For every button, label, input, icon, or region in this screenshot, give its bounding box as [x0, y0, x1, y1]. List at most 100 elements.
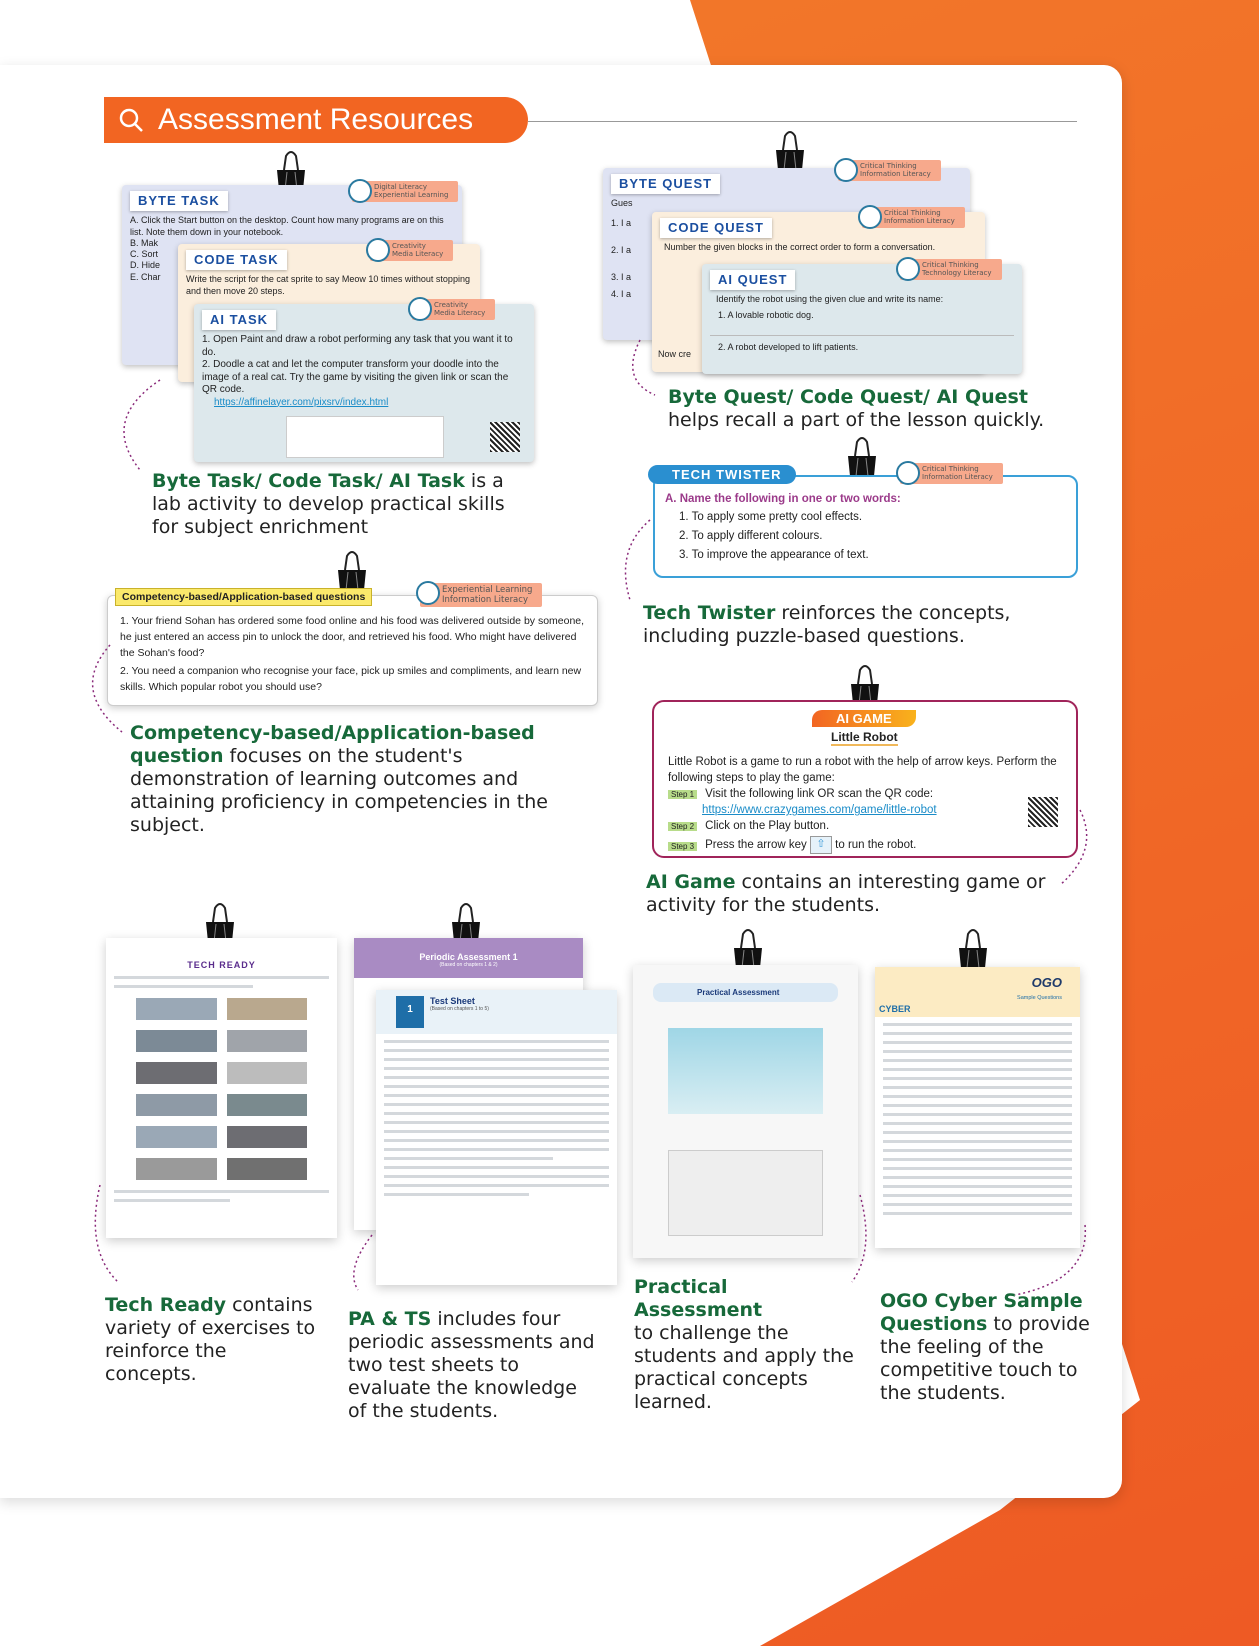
- step-badge: Step 1: [668, 790, 698, 800]
- ai-game-link[interactable]: https://www.crazygames.com/game/little-r…: [702, 804, 937, 817]
- sheet-title: Test Sheet: [430, 996, 475, 1006]
- caption-text: to provide the feeling of the competitiv…: [880, 1313, 1090, 1404]
- byte-quest-line: 2. I a: [611, 244, 632, 255]
- ai-task-label: AI TASK: [202, 310, 277, 331]
- step-badge: Step 3: [668, 841, 698, 851]
- thumb-title: Practical Assessment: [653, 983, 838, 1002]
- skill-tag: Experiential Learning Information Litera…: [415, 580, 543, 608]
- byte-quest-line: 3. I a: [611, 272, 632, 282]
- pa-header: Periodic Assessment 1(Based on chapters …: [354, 938, 583, 978]
- thumb-subtitle: (Based on chapters 1 & 2): [439, 962, 498, 968]
- tech-ready-caption: Tech Ready contains variety of exercises…: [105, 1294, 320, 1386]
- tech-ready-thumbnail: TECH READY: [106, 938, 337, 1238]
- competency-item: 1. Your friend Sohan has ordered some fo…: [120, 615, 585, 659]
- byte-quest-line: 4. I a: [611, 289, 632, 300]
- caption-text: helps recall a part of the lesson quickl…: [668, 409, 1045, 431]
- skill-tag: Digital Literacy Experiential Learning: [347, 179, 459, 203]
- skill-tag: Critical Thinking Information Literacy: [834, 158, 941, 182]
- competency-card: 1. Your friend Sohan has ordered some fo…: [107, 595, 598, 706]
- ai-quest-card: AI QUEST Identify the robot using the gi…: [702, 264, 1022, 374]
- tech-twister-label: TECH TWISTER: [648, 465, 796, 484]
- ai-task-card: AI TASK 1. Open Paint and draw a robot p…: [194, 304, 534, 462]
- ai-quest-item: 1. A lovable robotic dog.: [710, 310, 1014, 336]
- competency-caption: Competency-based/Application-based quest…: [130, 722, 600, 837]
- binder-clip-icon: [770, 130, 810, 172]
- pa-ts-caption: PA & TS includes four periodic assessmen…: [348, 1308, 598, 1423]
- step-text: Click on the Play button.: [705, 820, 830, 833]
- caption-text: focuses on the student's demonstration o…: [130, 745, 548, 836]
- caption-text: is a lab activity to develop practical s…: [152, 470, 505, 538]
- skill-tag: Critical Thinking Information Literacy: [858, 205, 965, 229]
- caption-bold: AI Game: [646, 871, 736, 893]
- twister-item: 2. To apply different colours.: [679, 530, 823, 542]
- caption-bold: Competency-based/Application-based quest…: [130, 722, 535, 767]
- search-icon: [119, 108, 143, 132]
- caption-text: includes four periodic assessments and t…: [348, 1308, 595, 1422]
- sheet-subtitle: (Based on chapters 1 to 5): [430, 1006, 489, 1012]
- ai-quest-label: AI QUEST: [710, 270, 796, 291]
- practical-caption: Practical Assessment to challenge the st…: [634, 1276, 859, 1414]
- blockly-image: [668, 1150, 823, 1236]
- qr-code: [1028, 797, 1058, 827]
- code-quest-label: CODE QUEST: [660, 218, 772, 239]
- test-sheet-thumbnail: 1 Test Sheet(Based on chapters 1 to 5): [376, 990, 617, 1285]
- binder-clip-icon: [953, 928, 993, 970]
- ogo-logo: OGO: [1031, 975, 1062, 990]
- divider: [528, 121, 1077, 122]
- ai-quest-item: 2. A robot developed to lift patients.: [718, 341, 859, 352]
- twister-heading: A. Name the following in one or two word…: [665, 493, 901, 505]
- ai-task-item: 1. Open Paint and draw a robot performin…: [202, 334, 513, 358]
- step-text: Press the arrow key: [705, 839, 807, 852]
- ai-game-intro: Little Robot is a game to run a robot wi…: [668, 756, 1057, 785]
- tech-twister-card: A. Name the following in one or two word…: [653, 475, 1078, 578]
- task-caption: Byte Task/ Code Task/ AI Task is a lab a…: [152, 470, 532, 539]
- thumb-subtitle: Sample Questions: [1017, 995, 1062, 1001]
- binder-clip-icon: [728, 928, 768, 970]
- binder-clip-icon: [200, 902, 240, 944]
- byte-quest-label: BYTE QUEST: [611, 174, 721, 195]
- doodle-image: [286, 416, 444, 458]
- ai-quest-text: Identify the robot using the given clue …: [716, 294, 944, 305]
- ogo-caption: OGO Cyber Sample Questions to provide th…: [880, 1290, 1112, 1405]
- sheet-number: 1: [396, 996, 424, 1028]
- ai-task-link[interactable]: https://affinelayer.com/pixsrv/index.htm…: [214, 396, 389, 408]
- winter-scene-image: [668, 1028, 823, 1114]
- caption-bold: PA & TS: [348, 1308, 432, 1330]
- ai-game-caption: AI Game contains an interesting game or …: [646, 871, 1054, 917]
- byte-task-line: E. Char: [130, 271, 161, 282]
- binder-clip-icon: [842, 436, 882, 478]
- byte-task-line: A. Click the Start button on the desktop…: [130, 215, 444, 237]
- thumb-title: Periodic Assessment 1: [419, 952, 518, 962]
- arrow-key-icon: ⇧: [809, 836, 832, 855]
- code-task-text: Write the script for the cat sprite to s…: [186, 274, 470, 296]
- caption-text: to challenge the students and apply the …: [634, 1322, 854, 1413]
- practical-assessment-thumbnail: Practical Assessment: [633, 965, 858, 1258]
- section-header: Assessment Resources: [104, 97, 528, 143]
- qr-code: [490, 422, 520, 452]
- byte-quest-line: 1. I a: [611, 217, 632, 228]
- twister-item: 1. To apply some pretty cool effects.: [679, 511, 863, 523]
- byte-task-line: C. Sort: [130, 249, 159, 259]
- caption-bold: Byte Quest/ Code Quest/ AI Quest: [668, 386, 1028, 408]
- twister-item: 3. To improve the appearance of text.: [679, 549, 869, 561]
- byte-task-line: D. Hide: [130, 260, 161, 271]
- byte-task-line: B. Mak: [130, 237, 159, 248]
- caption-text: contains an interesting game or activity…: [646, 871, 1046, 916]
- quest-caption: Byte Quest/ Code Quest/ AI Quest helps r…: [668, 386, 1063, 432]
- game-step: Step 2 Click on the Play button.: [668, 818, 1062, 834]
- ogo-cyber-thumbnail: OGO Sample Questions CYBER: [875, 967, 1080, 1248]
- caption-text: contains variety of exercises to reinfor…: [105, 1294, 316, 1385]
- skill-tag: Critical Thinking Information Literacy: [896, 461, 1003, 485]
- ai-task-item: 2. Doodle a cat and let the computer tra…: [202, 359, 509, 396]
- caption-text: reinforces the concepts, including puzzl…: [643, 602, 1011, 647]
- code-quest-footer: Now cre: [658, 348, 692, 359]
- caption-bold: Byte Task/ Code Task/ AI Task: [152, 470, 465, 492]
- ai-game-title: Little Robot: [831, 730, 898, 746]
- code-task-label: CODE TASK: [186, 250, 287, 271]
- code-quest-text: Number the given blocks in the correct o…: [664, 242, 936, 253]
- caption-bold: Practical Assessment: [634, 1276, 763, 1321]
- binder-clip-icon: [332, 550, 372, 592]
- step-badge: Step 2: [668, 822, 698, 832]
